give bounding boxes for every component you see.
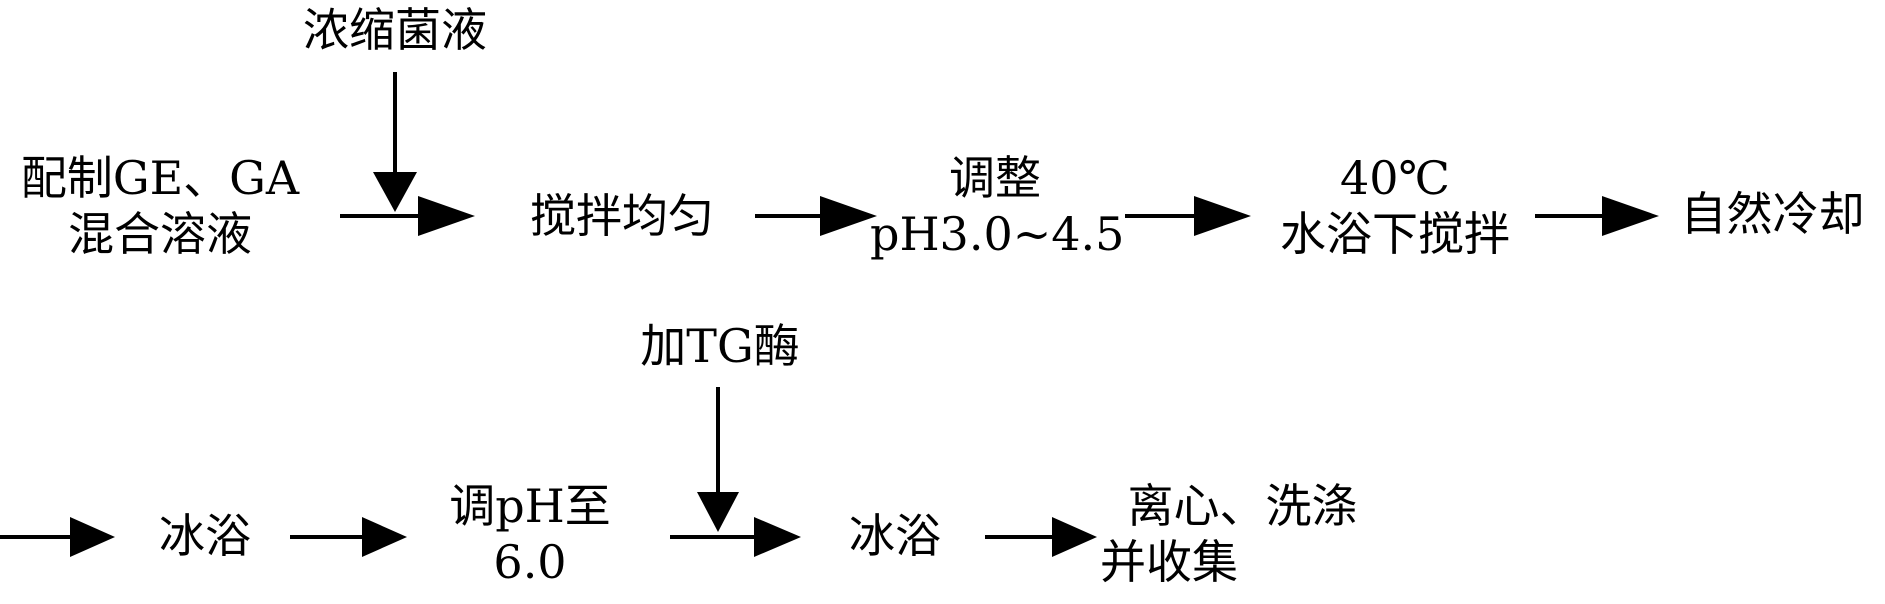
step-adjust-ph-line1: 调整 [949,151,1041,205]
step-adjust-ph-line2: pH3.0~4.5 [870,207,1125,261]
step-stir-evenly: 搅拌均匀 [505,188,739,244]
arrowhead-row2-start [70,517,115,557]
input-tg-enzyme-label: 加TG酶 [640,319,800,373]
step-prepare-solution: 配制GE、GA 混合溶液 [0,150,320,262]
step-ice-bath-1-label: 冰浴 [159,509,251,563]
arrowhead-concentrate-down [373,172,417,212]
step-natural-cooling: 自然冷却 [1665,186,1880,242]
arrowhead-ice1-to-ph [362,517,407,557]
arrowhead-start-to-mix [418,196,475,236]
input-tg-enzyme: 加TG酶 [620,318,820,374]
step-prepare-solution-line1: 配制GE、GA [20,151,300,205]
step-adjust-ph-6: 调pH至 6.0 [425,478,635,590]
arrowhead-ph-to-bath [1194,196,1251,236]
input-concentrated-bacteria-label: 浓缩菌液 [303,3,487,57]
step-centrifuge-wash-collect-line2: 并收集 [1100,535,1238,589]
step-adjust-ph-6-line1: 调pH至 [449,479,611,533]
arrowhead-mix-to-ph [820,196,877,236]
step-stir-evenly-label: 搅拌均匀 [530,189,714,243]
arrowhead-tg-down [697,492,739,532]
arrowhead-ice2-to-end [1052,517,1097,557]
step-ice-bath-2-label: 冰浴 [849,509,941,563]
step-water-bath-stir: 40℃ 水浴下搅拌 [1250,150,1540,262]
step-ice-bath-2: 冰浴 [820,508,970,564]
step-water-bath-stir-line2: 水浴下搅拌 [1280,207,1510,261]
step-centrifuge-wash-collect: 离心、洗涤 并收集 [1100,478,1385,590]
input-concentrated-bacteria: 浓缩菌液 [278,2,512,58]
step-ice-bath-1: 冰浴 [130,508,280,564]
step-adjust-ph: 调整 pH3.0~4.5 [870,150,1125,262]
arrowhead-ph-to-ice2 [754,517,801,557]
step-natural-cooling-label: 自然冷却 [1680,187,1865,241]
step-centrifuge-wash-collect-line1: 离心、洗涤 [1127,479,1358,533]
step-water-bath-stir-line1: 40℃ [1340,151,1450,205]
step-adjust-ph-6-line2: 6.0 [493,535,567,589]
arrowhead-bath-to-cool [1602,196,1659,236]
step-prepare-solution-line2: 混合溶液 [68,207,252,261]
